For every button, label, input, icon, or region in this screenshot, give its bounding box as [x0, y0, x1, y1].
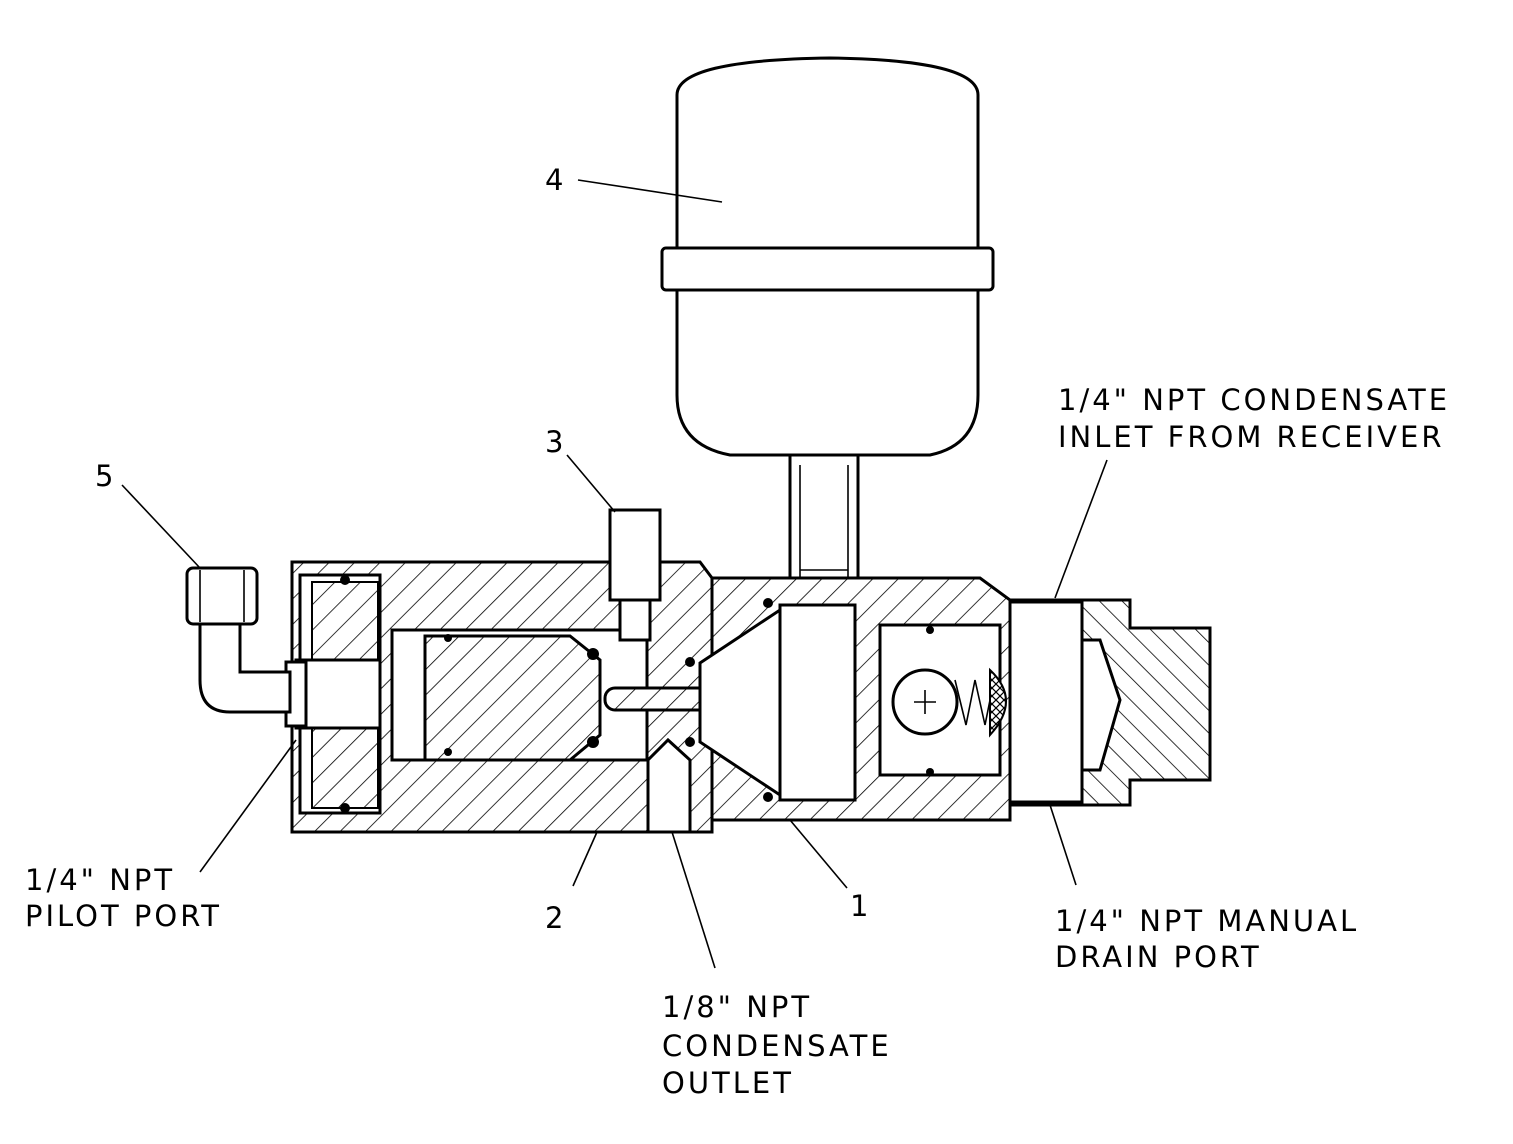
callout-5: 5	[95, 459, 116, 493]
inlet-label-line-2: INLET FROM RECEIVER	[1058, 420, 1444, 454]
pilot-label-line-2: PILOT PORT	[25, 899, 222, 933]
leader-lines	[121, 179, 1108, 969]
outlet-label-line-3: OUTLET	[662, 1066, 794, 1100]
outlet-label-line-2: CONDENSATE	[662, 1029, 892, 1063]
callout-1: 1	[850, 889, 871, 923]
drain-label-line-1: 1/4" NPT MANUAL	[1055, 904, 1359, 938]
reservoir-tank	[660, 56, 995, 607]
pilot-elbow-fitting	[185, 566, 292, 714]
valve-body	[284, 508, 1212, 834]
pilot-label-line-1: 1/4" NPT	[25, 863, 175, 897]
drain-label-line-2: DRAIN PORT	[1055, 940, 1262, 974]
inlet-label-line-1: 1/4" NPT CONDENSATE	[1058, 383, 1450, 417]
outlet-label-line-1: 1/8" NPT	[662, 990, 812, 1024]
callout-2: 2	[545, 901, 566, 935]
callout-3: 3	[545, 425, 566, 459]
callout-4: 4	[545, 163, 566, 197]
